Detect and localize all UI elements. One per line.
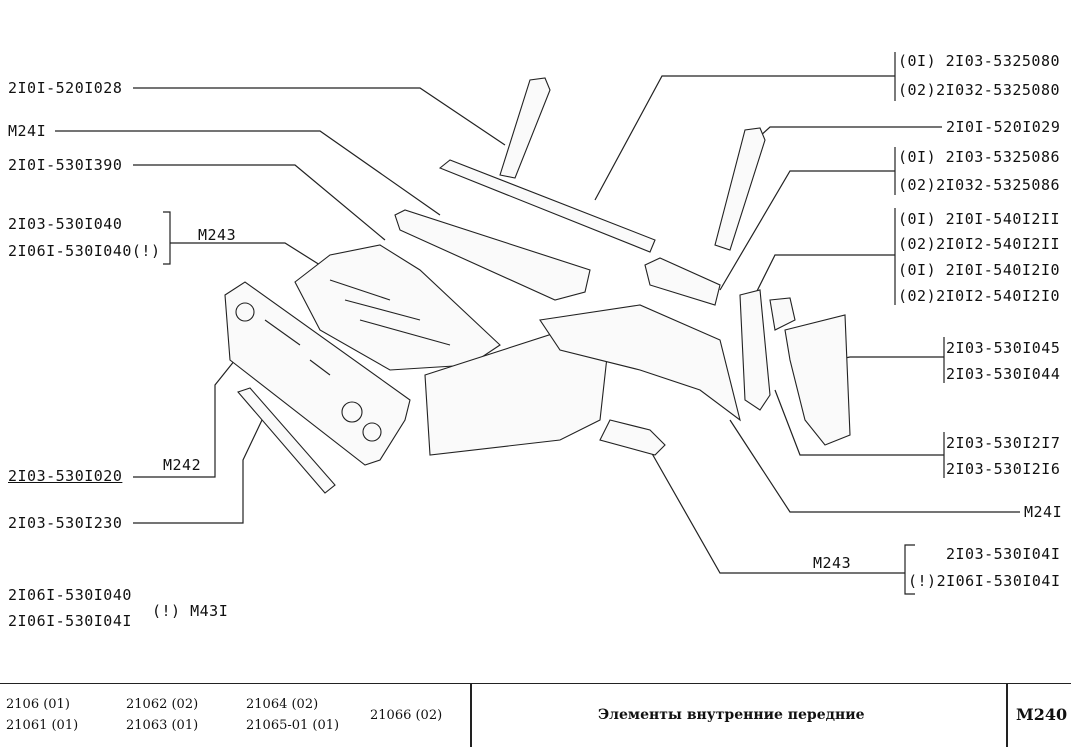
model-code: 21065-01 (01) <box>246 718 340 733</box>
leader-line <box>719 170 895 291</box>
model-code: 21062 (02) <box>126 697 199 712</box>
model-code: 21064 (02) <box>246 697 319 712</box>
footer-divider <box>1006 684 1008 747</box>
leader-line <box>774 389 944 456</box>
part-label: (02)2I0I2-540I2II <box>898 235 1061 253</box>
part-label: 2I03-530I044 <box>946 365 1061 383</box>
cross-member-part <box>237 387 336 494</box>
leader-line <box>133 87 506 146</box>
small-bracket-part <box>769 297 796 331</box>
part-label: 2I03-530I045 <box>946 339 1061 357</box>
part-label: 2I06I-530I040(!) <box>8 242 161 260</box>
model-code: 21061 (01) <box>6 718 79 733</box>
upper-rail-part <box>438 159 656 253</box>
model-code: 2106 (01) <box>6 697 70 712</box>
pillar-part <box>739 289 771 411</box>
leader-line <box>163 211 171 265</box>
part-label: 2I0I-520I029 <box>946 118 1061 136</box>
part-label: 2I0I-530I390 <box>8 156 123 174</box>
part-label: M24I <box>8 122 47 140</box>
part-label: 2I03-530I2I6 <box>946 460 1061 478</box>
part-label: (02)2I032-5325080 <box>898 81 1061 99</box>
wheel-arch-part <box>539 304 741 422</box>
leader-line <box>133 359 236 478</box>
leader-line <box>729 419 1020 513</box>
leader-line <box>749 254 895 306</box>
model-code: 21063 (01) <box>126 718 199 733</box>
page-code: M240 <box>1016 705 1068 724</box>
lower-rail-part <box>599 419 666 456</box>
front-panel-part <box>224 281 411 466</box>
part-label: 2I03-530I2I7 <box>946 434 1061 452</box>
parts-diagram <box>55 52 1020 595</box>
assembly-label: M243 <box>813 554 852 572</box>
part-label: 2I06I-530I040 <box>8 586 132 604</box>
leader-line <box>834 356 944 361</box>
side-panel-part <box>784 314 851 446</box>
right-strut-part <box>714 127 766 251</box>
part-label: 2I03-530I230 <box>8 514 123 532</box>
upper-strut-part <box>499 77 551 179</box>
part-label: 2I03-530I020 <box>8 467 123 485</box>
part-label: (0I) 2I0I-540I2I0 <box>898 261 1061 279</box>
part-label: (0I) 2I03-5325086 <box>898 148 1061 166</box>
leader-line <box>170 242 321 266</box>
assembly-label: M24I <box>1024 503 1063 521</box>
part-label: 2I06I-530I04I <box>8 612 132 630</box>
leader-line <box>55 130 441 216</box>
bracket-part <box>644 257 721 306</box>
leader-line <box>594 75 895 201</box>
leader-line <box>133 419 263 524</box>
assembly-label: M243 <box>198 226 237 244</box>
part-label: (02)2I0I2-540I2I0 <box>898 287 1061 305</box>
leader-line <box>133 164 386 241</box>
leader-line <box>904 544 915 595</box>
part-label: 2I03-530I04I <box>946 545 1061 563</box>
part-label: (0I) 2I03-5325080 <box>898 52 1061 70</box>
page-title: Элементы внутренние передние <box>598 707 865 723</box>
part-label: 2I03-530I040 <box>8 215 123 233</box>
part-label: (0I) 2I0I-540I2II <box>898 210 1061 228</box>
leader-line <box>744 126 942 151</box>
leader-line <box>649 449 905 574</box>
part-label: (!)2I06I-530I04I <box>908 572 1061 590</box>
model-code: 21066 (02) <box>370 708 443 723</box>
footer-bar: 2106 (01) 21061 (01) 21062 (02) 21063 (0… <box>0 683 1071 747</box>
left-fender-panel-part <box>294 244 501 371</box>
note-label: (!) M43I <box>152 602 229 620</box>
footer-divider <box>470 684 472 747</box>
assembly-label: M242 <box>163 456 202 474</box>
shelf-panel-part <box>394 209 591 301</box>
part-label: (02)2I032-5325086 <box>898 176 1061 194</box>
part-label: 2I0I-520I028 <box>8 79 123 97</box>
